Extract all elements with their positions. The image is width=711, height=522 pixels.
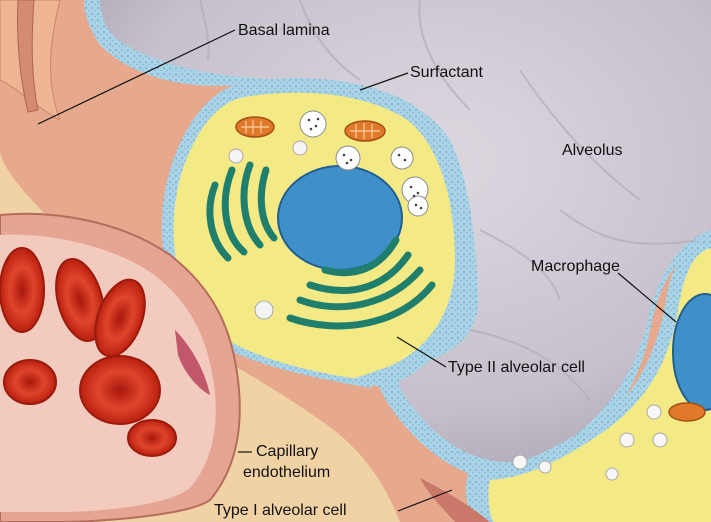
label-capillary-endothelium-line1: Capillary: [256, 443, 318, 461]
macrophage-mitochondrion: [669, 403, 705, 421]
label-basal-lamina: Basal lamina: [238, 22, 330, 40]
label-alveolus: Alveolus: [562, 142, 622, 160]
label-surfactant: Surfactant: [410, 64, 483, 82]
label-capillary-endothelium-line2: endothelium: [243, 464, 330, 482]
label-type-ii-alveolar-cell: Type II alveolar cell: [448, 359, 585, 377]
label-type-i-alveolar-cell: Type I alveolar cell: [214, 502, 347, 520]
label-macrophage: Macrophage: [531, 258, 620, 276]
